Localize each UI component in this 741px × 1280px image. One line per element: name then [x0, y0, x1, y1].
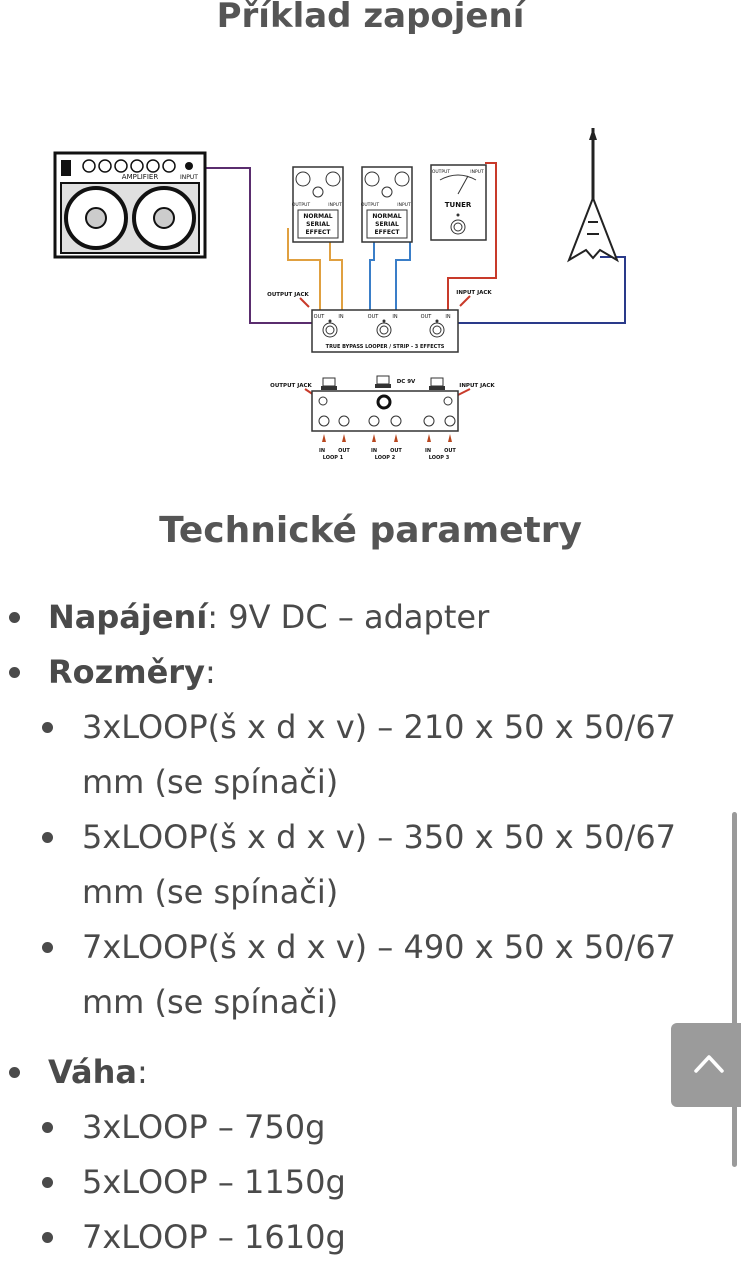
effect-pedal-2: OUTPUT INPUT NORMAL SERIAL EFFECT [361, 166, 413, 243]
effect-pedal-1: OUTPUT INPUT NORMAL SERIAL EFFECT [292, 166, 344, 243]
svg-text:IN: IN [392, 314, 397, 320]
svg-text:SERIAL: SERIAL [306, 221, 330, 228]
svg-text:OUT: OUT [444, 448, 456, 454]
list-item: 7xLOOP – 1610g [42, 1210, 702, 1265]
svg-text:IN: IN [371, 448, 377, 454]
tuner-drawing: OUTPUT INPUT TUNER [430, 164, 487, 241]
looper-side-view: OUTPUT JACK INPUT JACK DC 9V IN OUT IN O… [270, 375, 495, 461]
back-to-top-button[interactable] [671, 1023, 741, 1107]
svg-text:INPUT JACK: INPUT JACK [456, 290, 492, 296]
list-item: 5xLOOP – 1150g [42, 1155, 702, 1210]
power-label: Napájení [48, 598, 208, 636]
list-item: 7xLOOP(š x d x v) – 490 x 50 x 50/67 mm … [42, 920, 702, 1030]
svg-text:EFFECT: EFFECT [375, 229, 401, 236]
svg-text:OUT: OUT [338, 448, 350, 454]
wiring-diagram: AMPLIFIER INPUT OUTPUT INPUT NORMAL SERI… [53, 128, 626, 461]
list-item-weight: Váha: 3xLOOP – 750g 5xLOOP – 1150g 7xLOO… [0, 1045, 741, 1265]
svg-text:SERIAL: SERIAL [375, 221, 399, 228]
section-title-tech: Technické parametry [159, 510, 582, 551]
section-title-example: Příklad zapojení [216, 0, 525, 36]
list-item: 5xLOOP(š x d x v) – 350 x 50 x 50/67 mm … [42, 810, 702, 920]
dimensions-label: Rozměry [48, 653, 205, 691]
svg-text:IN: IN [338, 314, 343, 320]
amplifier-drawing: AMPLIFIER INPUT [53, 151, 207, 259]
svg-text:OUTPUT JACK: OUTPUT JACK [267, 292, 309, 298]
svg-text:IN: IN [319, 448, 325, 454]
list-item-dimensions: Rozměry: 3xLOOP(š x d x v) – 210 x 50 x … [0, 645, 741, 1030]
svg-text:IN: IN [425, 448, 431, 454]
amplifier-label: AMPLIFIER [122, 173, 159, 181]
list-item: 3xLOOP – 750g [42, 1100, 702, 1155]
dimensions-list: 3xLOOP(š x d x v) – 210 x 50 x 50/67 mm … [42, 700, 741, 1030]
svg-text:NORMAL: NORMAL [303, 213, 332, 220]
svg-text:OUT: OUT [314, 314, 326, 320]
svg-text:TRUE BYPASS LOOPER / STRIP - 3: TRUE BYPASS LOOPER / STRIP - 3 EFFECTS [326, 344, 445, 350]
svg-text:OUT: OUT [421, 314, 433, 320]
svg-text:LOOP 3: LOOP 3 [429, 455, 450, 461]
chevron-up-icon [694, 1055, 724, 1073]
scrollbar[interactable] [732, 812, 737, 1167]
svg-text:INPUT: INPUT [397, 202, 411, 208]
svg-text:DC 9V: DC 9V [397, 379, 416, 385]
svg-text:EFFECT: EFFECT [306, 229, 332, 236]
power-value: : 9V DC – adapter [207, 598, 490, 636]
svg-text:INPUT: INPUT [470, 169, 484, 175]
svg-text:INPUT: INPUT [328, 202, 342, 208]
amplifier-input-label: INPUT [180, 174, 198, 181]
svg-text:IN: IN [445, 314, 450, 320]
svg-text:LOOP 1: LOOP 1 [323, 455, 344, 461]
looper-top-view: OUTPUT JACK INPUT JACK OUT IN OUT IN OUT… [267, 290, 492, 353]
svg-text:OUTPUT: OUTPUT [292, 202, 311, 208]
svg-text:OUTPUT: OUTPUT [361, 202, 380, 208]
svg-text:OUTPUT JACK: OUTPUT JACK [270, 383, 312, 389]
weights-list: 3xLOOP – 750g 5xLOOP – 1150g 7xLOOP – 16… [42, 1100, 741, 1265]
svg-text:OUT: OUT [390, 448, 402, 454]
svg-text:INPUT JACK: INPUT JACK [459, 383, 495, 389]
weight-label: Váha [48, 1053, 137, 1091]
svg-text:OUTPUT: OUTPUT [432, 169, 451, 175]
svg-text:NORMAL: NORMAL [372, 213, 401, 220]
svg-text:LOOP 2: LOOP 2 [375, 455, 396, 461]
list-item-power: Napájení: 9V DC – adapter [0, 590, 741, 645]
svg-text:OUT: OUT [368, 314, 380, 320]
list-item: 3xLOOP(š x d x v) – 210 x 50 x 50/67 mm … [42, 700, 702, 810]
guitar-drawing [567, 128, 619, 263]
tech-params-list: Napájení: 9V DC – adapter Rozměry: 3xLOO… [0, 590, 741, 1265]
svg-text:TUNER: TUNER [445, 201, 472, 209]
